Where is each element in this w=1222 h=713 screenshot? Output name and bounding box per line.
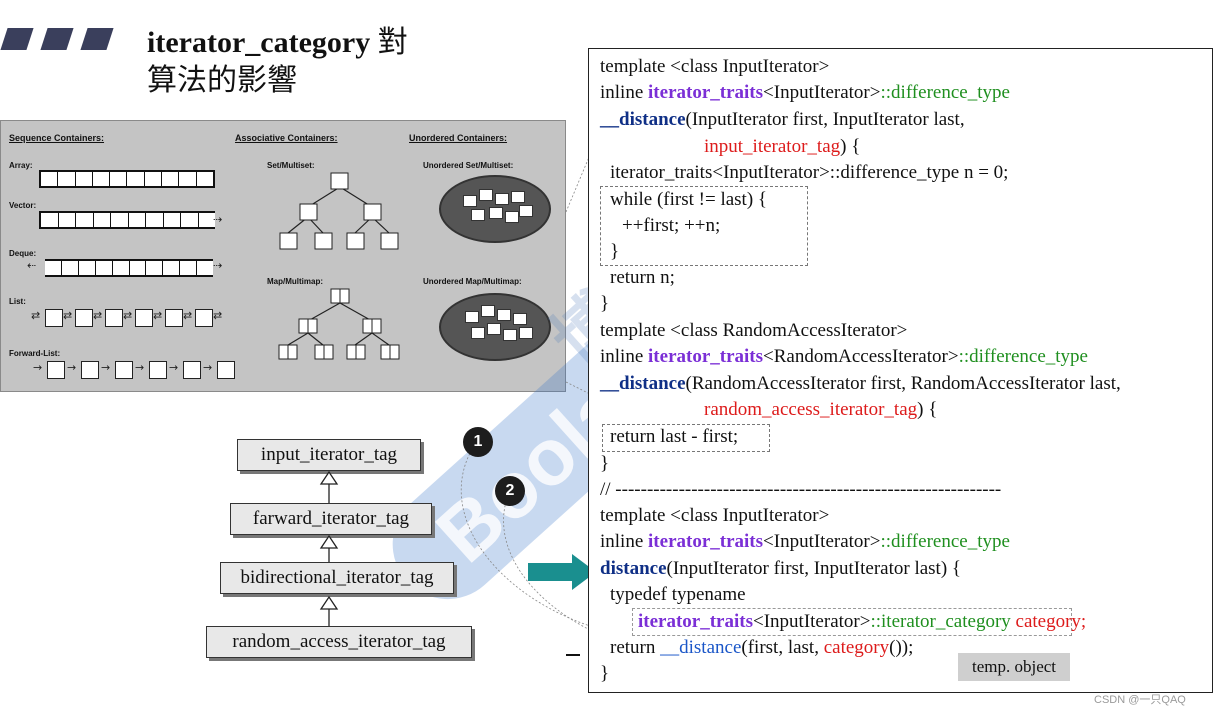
input-iterator-tag-box: input_iterator_tag [237, 439, 421, 471]
unordered-header: Unordered Containers: [409, 133, 508, 143]
array-label: Array: [9, 161, 33, 170]
code-line-4: input_iterator_tag) { [704, 136, 861, 157]
associative-header: Associative Containers: [235, 133, 338, 143]
step-badge-2: 2 [495, 476, 525, 506]
deque-diagram [45, 259, 213, 277]
bidirectional-iterator-tag-box: bidirectional_iterator_tag [220, 562, 454, 594]
code-line-21: typedef typename [610, 584, 746, 605]
code-line-20: distance(InputIterator first, InputItera… [600, 558, 962, 579]
unordered-set-label: Unordered Set/Multiset: [423, 161, 514, 170]
title-cjk: 對 [377, 26, 408, 59]
map-multimap-label: Map/Multimap: [267, 277, 323, 286]
typedef-box [632, 608, 1072, 636]
code-line-14: random_access_iterator_tag) { [704, 399, 938, 420]
code-line-5: iterator_traits<InputIterator>::differen… [610, 162, 1009, 183]
vector-label: Vector: [9, 201, 37, 210]
code-line-17: // -------------------------------------… [600, 479, 1002, 500]
temp-object-label: temp. object [958, 653, 1070, 681]
code-line-6: while (first != last) { [610, 189, 768, 210]
footer-credit: CSDN @一只QAQ [1094, 694, 1186, 706]
teal-arrow-icon [528, 554, 596, 590]
unordered-map-blob [439, 293, 551, 361]
array-diagram [39, 170, 215, 188]
map-tree-diagram [278, 288, 400, 360]
deque-label: Deque: [9, 249, 37, 258]
code-line-8: } [610, 241, 620, 262]
code-line-10: } [600, 293, 610, 314]
code-line-9: return n; [610, 267, 675, 288]
containers-figure: Sequence Containers: Associative Contain… [0, 120, 566, 392]
code-line-7: ++first; ++n; [622, 215, 721, 236]
code-line-1: template <class InputIterator> [600, 56, 830, 77]
code-line-19: inline iterator_traits<InputIterator>::d… [600, 531, 1010, 552]
code-line-18: template <class InputIterator> [600, 505, 830, 526]
step-badge-1: 1 [463, 427, 493, 457]
random-access-iterator-tag-box: random_access_iterator_tag [206, 626, 472, 658]
while-loop-box [600, 186, 808, 266]
vector-arrow-icon: ⇢ [213, 213, 223, 226]
code-line-3: __distance(InputIterator first, InputIte… [600, 109, 965, 130]
deque-right-arrow-icon: ⇢ [213, 259, 223, 272]
title-text: iterator_category [147, 26, 371, 59]
code-line-24: } [600, 663, 610, 684]
page-title: iterator_category 對 [147, 24, 408, 62]
set-tree-diagram [279, 172, 399, 250]
code-line-22: iterator_traits<InputIterator>::iterator… [638, 611, 1087, 632]
code-line-13: __distance(RandomAccessIterator first, R… [600, 373, 1121, 394]
code-line-11: template <class RandomAccessIterator> [600, 320, 908, 341]
deque-left-arrow-icon: ⇠ [27, 259, 37, 272]
code-line-23: return __distance(first, last, category(… [610, 637, 914, 658]
return-box [602, 424, 770, 452]
code-panel [588, 48, 1213, 693]
code-line-2: inline iterator_traits<InputIterator>::d… [600, 82, 1010, 103]
unordered-set-blob [439, 175, 551, 243]
list-label: List: [9, 297, 26, 306]
set-multiset-label: Set/Multiset: [267, 161, 315, 170]
sequence-header: Sequence Containers: [9, 133, 105, 143]
code-line-15: return last - first; [610, 426, 739, 447]
code-line-16: } [600, 453, 610, 474]
vector-diagram [39, 211, 215, 229]
page-subtitle: 算法的影響 [147, 64, 297, 97]
unordered-map-label: Unordered Map/Multimap: [423, 277, 522, 286]
forward-list-label: Forward-List: [9, 349, 61, 358]
forward-iterator-tag-box: farward_iterator_tag [230, 503, 432, 535]
code-line-12: inline iterator_traits<RandomAccessItera… [600, 346, 1088, 367]
